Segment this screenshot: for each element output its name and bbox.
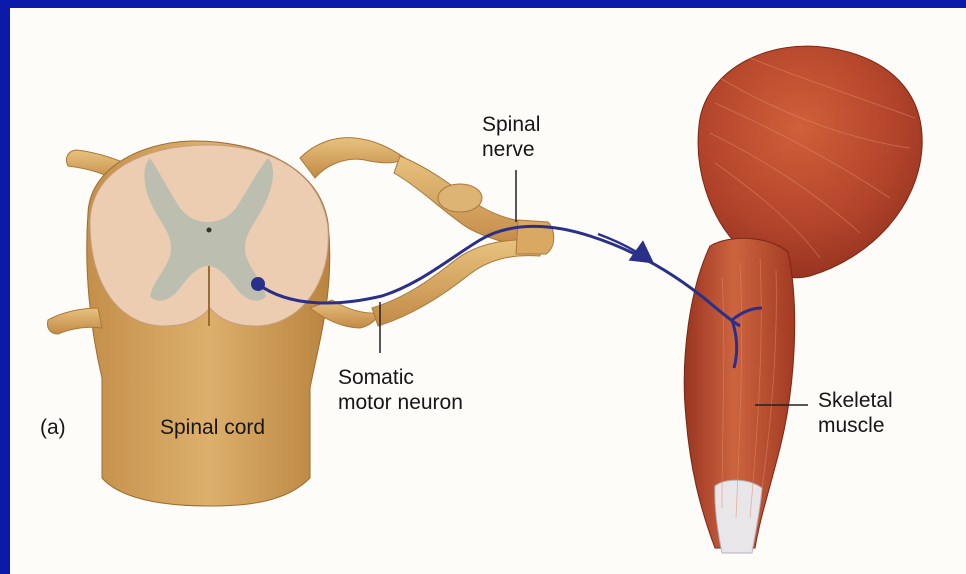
dorsal-root-ganglion	[438, 184, 482, 212]
figure-panel: Spinal nerve Somatic motor neuron (a) Sp…	[10, 8, 966, 574]
somatic-motor-neuron-label-line2: motor neuron	[338, 390, 463, 415]
central-canal	[207, 228, 212, 233]
skeletal-muscle-label-line1: Skeletal	[818, 388, 893, 413]
somatic-motor-neuron-label: Somatic motor neuron	[338, 365, 463, 415]
ventral-root-lower	[372, 240, 540, 326]
somatic-motor-neuron-label-line1: Somatic	[338, 365, 463, 390]
right-dorsal-rootlets	[300, 138, 405, 178]
diagram-artwork	[10, 8, 966, 574]
spinal-nerve-label: Spinal nerve	[482, 112, 540, 162]
spinal-cord	[47, 138, 405, 506]
spinal-cord-label: Spinal cord	[160, 415, 265, 440]
spinal-nerve-label-line2: nerve	[482, 137, 540, 162]
spinal-nerve-roots	[372, 156, 554, 326]
skeletal-muscle-label-line2: muscle	[818, 413, 893, 438]
panel-label: (a)	[40, 415, 66, 440]
spinal-nerve-label-line1: Spinal	[482, 112, 540, 137]
skeletal-muscle-label: Skeletal muscle	[818, 388, 893, 438]
skeletal-muscle	[684, 46, 922, 553]
